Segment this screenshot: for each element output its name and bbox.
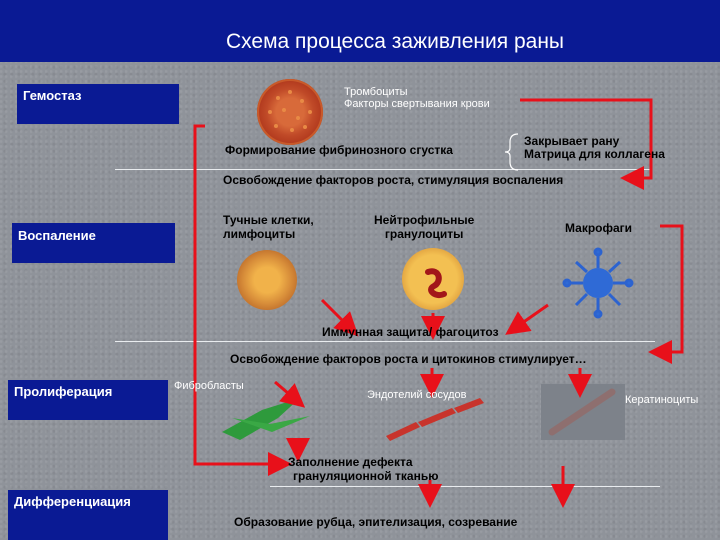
platelets-line2: Факторы свертывания крови bbox=[344, 98, 490, 110]
fibrin-clot-label: Формирование фибринозного сгустка bbox=[225, 143, 453, 157]
closes-wound-line2: Матрица для коллагена bbox=[524, 148, 665, 161]
granulation-label: Заполнение дефекта грануляционной тканью bbox=[288, 455, 438, 483]
arrow-macrophage-loop bbox=[660, 226, 682, 352]
neutrophils-line2: гранулоциты bbox=[374, 227, 474, 241]
platelets-line1: Тромбоциты bbox=[344, 86, 490, 98]
neutrophils-label: Нейтрофильные гранулоциты bbox=[374, 213, 474, 241]
keratinocytes-label: Кератиноциты bbox=[625, 394, 698, 406]
mast-cells-line1: Тучные клетки, bbox=[223, 213, 314, 227]
immune-defense-label: Иммунная защита/ фагоцитоз bbox=[322, 325, 499, 339]
endothelium-label: Эндотелий сосудов bbox=[367, 389, 466, 401]
fibroblasts-label: Фибробласты bbox=[174, 380, 244, 392]
growth-factors-cytokines-label: Освобождение факторов роста и цитокинов … bbox=[230, 352, 587, 366]
arrow-to-fibroblasts bbox=[275, 382, 296, 400]
growth-factors-inflammation-label: Освобождение факторов роста, стимуляция … bbox=[223, 173, 563, 187]
endothelium-cell-image bbox=[386, 398, 484, 441]
keratinocyte-cell-image bbox=[541, 384, 625, 440]
arrow-mast-to-immune bbox=[322, 300, 350, 328]
fibroblast-cell-image bbox=[222, 398, 310, 440]
granulation-line1: Заполнение дефекта bbox=[288, 455, 438, 469]
mast-cells-line2: лимфоциты bbox=[223, 227, 314, 241]
platelet-granules bbox=[268, 90, 312, 132]
mast-cells-label: Тучные клетки, лимфоциты bbox=[223, 213, 314, 241]
macrophage-cell-image bbox=[564, 249, 632, 317]
macrophages-label: Макрофаги bbox=[565, 221, 632, 235]
neutrophils-line1: Нейтрофильные bbox=[374, 213, 474, 227]
final-outcome-label: Образование рубца, эпителизация, созрева… bbox=[234, 515, 517, 529]
brace bbox=[505, 134, 518, 170]
granulation-line2: грануляционной тканью bbox=[288, 469, 438, 483]
arrow-macrophage-to-immune bbox=[515, 305, 548, 328]
closes-wound-label: Закрывает рану Матрица для коллагена bbox=[524, 135, 665, 161]
platelets-label: Тромбоциты Факторы свертывания крови bbox=[344, 86, 490, 110]
neutrophil-nucleus bbox=[428, 271, 444, 295]
